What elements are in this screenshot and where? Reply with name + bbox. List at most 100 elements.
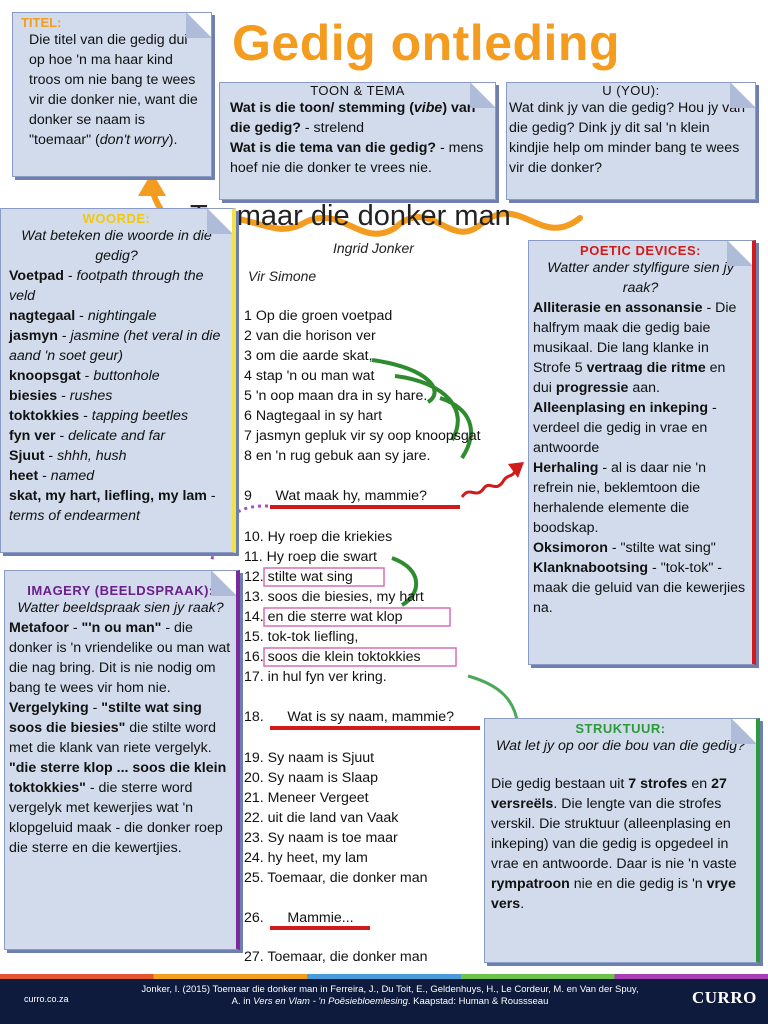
woorde-item: knoopsgat - buttonhole xyxy=(9,368,160,384)
imagery-note: IMAGERY (BEELDSPRAAK): Watter beeldspraa… xyxy=(4,570,240,950)
woorde-note: WOORDE: Wat beteken die woorde in die ge… xyxy=(0,208,236,553)
page-fold-icon xyxy=(727,241,752,266)
woorde-term: toktokkies xyxy=(9,408,80,424)
alliterasie-body-2: en dui xyxy=(533,360,726,396)
toon-q1: Wat is die toon/ stemming ( xyxy=(230,100,414,116)
oksimoron-body: - "stilte wat sing" xyxy=(607,540,716,556)
woorde-meaning: rushes xyxy=(69,388,113,404)
woorde-item: biesies - rushes xyxy=(9,388,113,404)
poetic-question: Watter ander stylfigure sien jy raak? xyxy=(547,260,734,296)
alliterasie-bold: vertraag die ritme xyxy=(586,360,706,376)
you-note: U (YOU): Wat dink jy van die gedig? Hou … xyxy=(506,82,756,200)
poem-line: 15. tok-tok liefling, xyxy=(244,629,359,645)
woorde-item: heet - named xyxy=(9,468,95,484)
herhaling-label: Herhaling xyxy=(533,460,599,476)
footer-color-bar xyxy=(0,974,768,979)
woorde-item: fyn ver - delicate and far xyxy=(9,428,166,444)
struktuur-p1: Die gedig bestaan uit xyxy=(491,776,629,792)
struktuur-note: STRUKTUUR: Wat let jy op oor die bou van… xyxy=(484,718,760,963)
struktuur-versreels: 27 versreëls xyxy=(491,776,727,812)
poem-line: 6 Nagtegaal in sy hart xyxy=(244,408,383,424)
poem-line: 22. uit die land van Vaak xyxy=(244,810,399,826)
toon-body: Wat is die toon/ stemming (vibe) van die… xyxy=(230,98,485,178)
poem-line: 3 om die aarde skat, xyxy=(244,348,373,364)
poem-line: 1 Op die groen voetpad xyxy=(244,308,393,324)
poem-line: 13. soos die biesies, my hart xyxy=(244,589,424,605)
footer-ref-italic: Vers en Vlam - 'n Poësiebloemlesing xyxy=(253,996,408,1007)
klanknabootsing-body: - "tok-tok" - maak die geluid van die ke… xyxy=(533,560,746,616)
alliterasie-body: - Die halfrym maak die gedig baie musika… xyxy=(533,300,737,376)
imagery-body: Metafoor - "'n ou man" - die donker is '… xyxy=(9,620,231,856)
page-fold-icon xyxy=(211,571,236,596)
poem-line: 24. hy heet, my lam xyxy=(244,850,368,866)
poem-line: 18. Wat is sy naam, mammie? xyxy=(244,709,454,725)
vergelyking-body: die stilte word met die klank van riete … xyxy=(9,720,217,756)
poem-title: Toemaar die donker man xyxy=(190,200,511,232)
poem-stanza-5: 27. Toemaar, die donker man xyxy=(244,947,428,967)
titel-note: TITEL: Die titel van die gedig dui op ho… xyxy=(12,12,212,177)
metafoor-body: - die donker is 'n vriendelike ou man wa… xyxy=(9,620,231,696)
curro-logo: CURRO xyxy=(692,988,757,1007)
woorde-meaning: jasmine (het veral in die aand 'n soet g… xyxy=(9,328,221,364)
page-fold-icon xyxy=(730,83,755,108)
poem-line: 8 en 'n rug gebuk aan sy jare. xyxy=(244,448,431,464)
toon-a1: - strelend xyxy=(300,120,365,136)
struktuur-body: Die gedig bestaan uit 7 strofes en 27 ve… xyxy=(491,774,750,914)
alleenplasing-body: - verdeel die gedig in vrae en antwoorde xyxy=(533,400,717,456)
woorde-term: fyn ver xyxy=(9,428,56,444)
poem-line: 11. Hy roep die swart xyxy=(244,549,377,565)
footer-ref-end: . Kaapstad: Human & Roussseau xyxy=(407,996,549,1007)
poem-stanza-3: 19. Sy naam is Sjuut 20. Sy naam is Slaa… xyxy=(244,748,428,888)
toon-q1-italic: vibe xyxy=(413,100,443,116)
woorde-list: Voetpad - footpath through the veld nagt… xyxy=(9,266,224,526)
metafoor-label: Metafoor xyxy=(9,620,69,636)
footer xyxy=(0,974,768,1024)
imagery-heading: IMAGERY (BEELDSPRAAK): xyxy=(27,583,214,598)
poem-line: 14. en die sterre wat klop xyxy=(244,609,403,625)
alleenplasing-label: Alleenplasing en inkeping xyxy=(533,400,709,416)
struktuur-question: Wat let jy op oor die bou van die gedig? xyxy=(496,738,745,754)
poem-line: 26. Mammie... xyxy=(244,910,354,926)
poem-line: 25. Toemaar, die donker man xyxy=(244,870,428,886)
woorde-term: nagtegaal xyxy=(9,308,76,324)
page-fold-icon xyxy=(731,719,756,744)
woorde-term: skat, my hart, liefling, my lam xyxy=(9,488,207,504)
woorde-item: Sjuut - shhh, hush xyxy=(9,448,127,464)
woorde-term: Sjuut xyxy=(9,448,45,464)
alliterasie-label: Alliterasie en assonansie xyxy=(533,300,703,316)
woorde-term: Voetpad xyxy=(9,268,64,284)
metafoor-quote: "'n ou man" xyxy=(81,620,162,636)
titel-body-end: ). xyxy=(168,132,178,148)
woorde-meaning: nightingale xyxy=(87,308,157,324)
poem-line: 4 stap 'n ou man wat xyxy=(244,368,375,384)
page-fold-icon xyxy=(470,83,495,108)
footer-reference: Jonker, I. (2015) Toemaar die donker man… xyxy=(140,984,640,1008)
poetic-devices-note: POETIC DEVICES: Watter ander stylfigure … xyxy=(528,240,756,665)
page-fold-icon xyxy=(186,13,211,38)
struktuur-p5: . xyxy=(520,896,525,912)
struktuur-p3: . Die lengte van die strofes verskil. Di… xyxy=(491,796,737,872)
woorde-meaning: shhh, hush xyxy=(57,448,127,464)
woorde-meaning: terms of endearment xyxy=(9,508,140,524)
poem-line: 27. Toemaar, die donker man xyxy=(244,949,428,965)
oksimoron-label: Oksimoron xyxy=(533,540,608,556)
poem-line: 9 Wat maak hy, mammie? xyxy=(244,488,427,504)
vergelyking-label: Vergelyking xyxy=(9,700,89,716)
woorde-term: heet xyxy=(9,468,39,484)
alliterasie-bold-2: progressie xyxy=(555,380,629,396)
poem-line: 21. Meneer Vergeet xyxy=(244,790,369,806)
poem-stanza-4: 26. Mammie... xyxy=(244,908,354,928)
woorde-item: nagtegaal - nightingale xyxy=(9,308,157,324)
toon-q1-end: ) van die gedig? xyxy=(230,100,476,136)
footer-site[interactable]: curro.co.za xyxy=(24,994,69,1004)
titel-heading: TITEL: xyxy=(21,15,62,30)
toon-a2: - mens hoef nie die donker te vrees nie. xyxy=(230,140,484,176)
struktuur-rympatroon: rympatroon xyxy=(491,876,570,892)
woorde-term: biesies xyxy=(9,388,58,404)
vergelyking-body-2: - die sterre word vergelyk met kewerjies… xyxy=(9,780,223,856)
woorde-term: knoopsgat xyxy=(9,368,81,384)
vergelyking-quote: "stilte wat sing soos die biesies" xyxy=(9,700,202,736)
woorde-item: jasmyn - jasmine (het veral in die aand … xyxy=(9,328,221,364)
alliterasie-body-3: aan. xyxy=(628,380,660,396)
woorde-item: skat, my hart, liefling, my lam - terms … xyxy=(9,488,216,524)
